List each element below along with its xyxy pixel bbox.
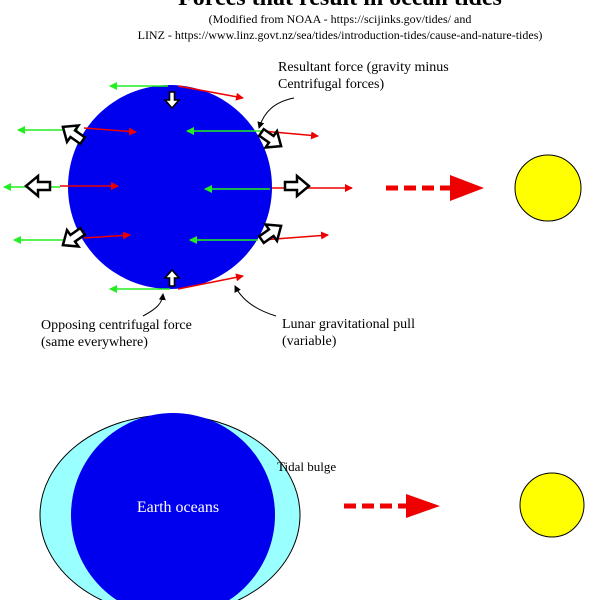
resultant-arrow [257,223,283,245]
gravity-arrow [83,231,131,240]
resultant-arrow [163,268,181,287]
bottom-diagram: Earth oceans Tidal bulge [39,413,585,600]
gravity-arrow [261,231,329,241]
resultant-arrow [283,173,311,199]
earth-circle-bottom [71,413,275,600]
resultant-arrow [257,127,283,149]
moon-direction-arrowhead [450,175,484,201]
source-line-2: LINZ - https://www.linz.govt.nz/sea/tide… [138,28,543,42]
top-diagram: Resultant force (gravity minus Centrifug… [3,60,582,350]
moon-direction-arrowhead-bottom [406,494,440,518]
lunar-pull-label-2: (variable) [282,334,337,349]
resultant-leader-line [257,97,295,129]
earth-circle [68,85,272,289]
gravity-arrow [177,85,244,101]
resultant-force-label-2: Centrifugal forces) [278,77,384,92]
earth-oceans-label: Earth oceans [137,499,219,516]
opposing-centrifugal-label-2: (same everywhere) [41,335,148,350]
resultant-force-label: Resultant force (gravity minus [278,60,449,75]
resultant-arrow [61,124,87,146]
source-line-1: (Modified from NOAA - https://scijinks.g… [209,12,472,26]
gravity-arrow [83,127,137,136]
opposing-leader-line [142,293,166,317]
tidal-bulge-label: Tidal bulge [277,459,336,474]
lunar-pull-label: Lunar gravitational pull [282,317,415,332]
gravity-arrow [261,130,319,140]
moon-circle [514,154,582,222]
resultant-arrow [163,91,181,110]
gravity-arrow [177,273,244,290]
resultant-arrow [24,173,52,199]
resultant-arrow [61,226,87,248]
opposing-centrifugal-label: Opposing centrifugal force [41,318,192,333]
gravity-arrows [60,85,353,290]
moon-circle-bottom [519,472,585,538]
resultant-arrows [24,91,311,287]
diagram-title: Forces that result in ocean tides [178,0,502,11]
lunar-leader-line [234,285,277,317]
